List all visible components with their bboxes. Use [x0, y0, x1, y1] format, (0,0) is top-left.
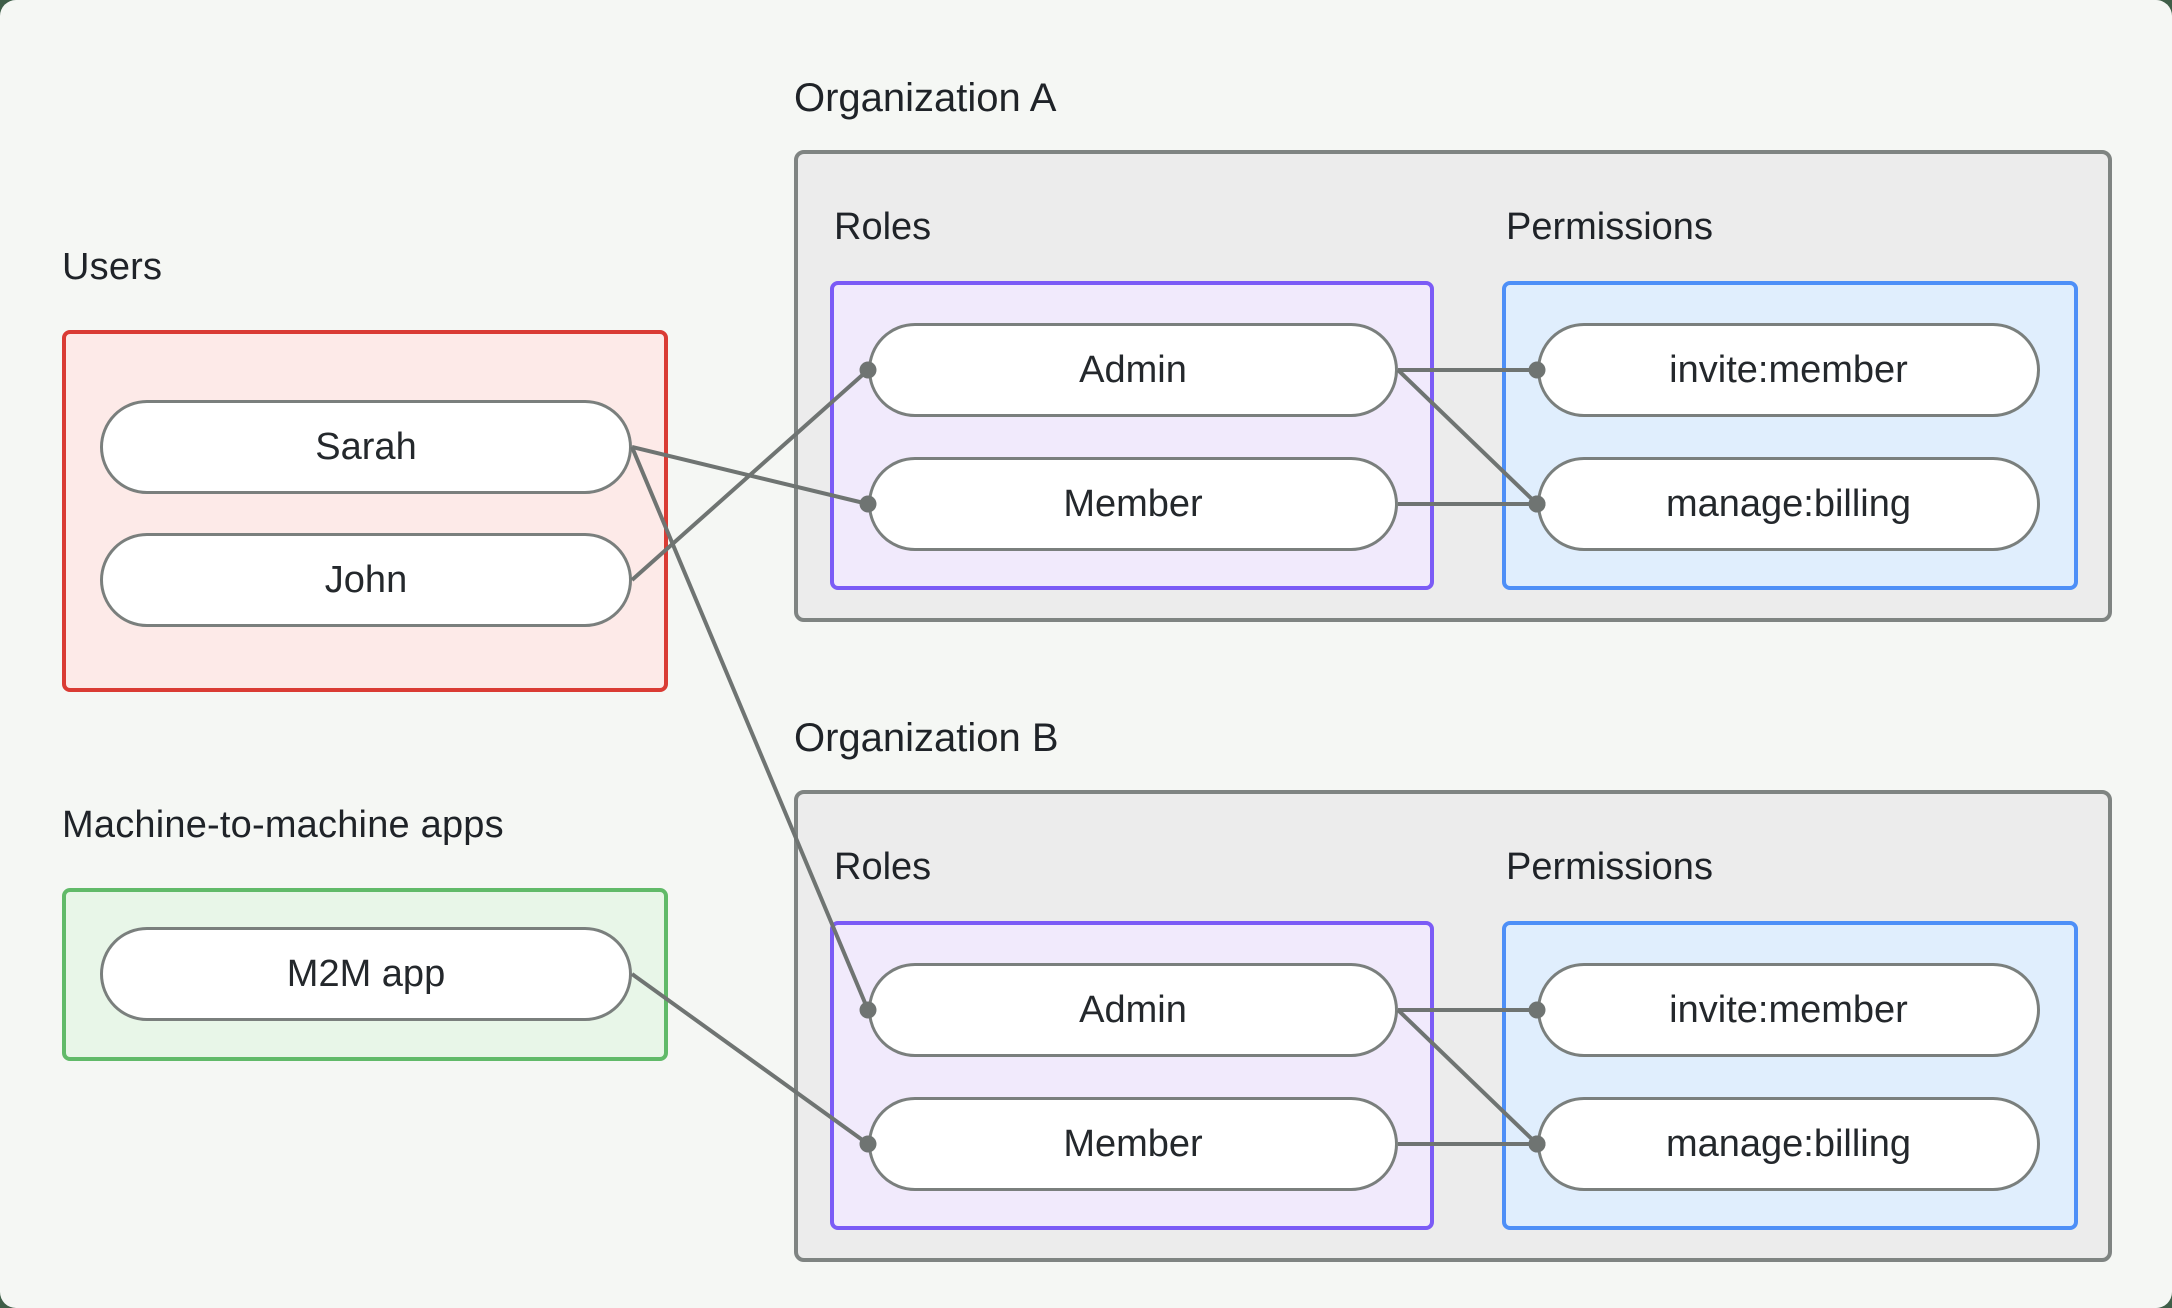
org-a-permissions-box: invite:member manage:billing: [1502, 281, 2078, 590]
org-b-roles-label: Roles: [834, 846, 932, 888]
org-b-roles-box: Admin Member: [830, 921, 1434, 1230]
m2m-section-label: Machine-to-machine apps: [62, 804, 504, 846]
m2m-group-box: M2M app: [62, 888, 668, 1061]
node-org-a-perm-billing: manage:billing: [1537, 457, 2040, 551]
node-org-b-role-admin: Admin: [868, 963, 1398, 1057]
users-section-label: Users: [62, 246, 163, 288]
org-a-permissions-label: Permissions: [1506, 206, 1713, 248]
org-b-container: Roles Permissions Admin Member invite:me…: [794, 790, 2112, 1262]
node-user-sarah: Sarah: [100, 400, 632, 494]
node-org-a-role-member: Member: [868, 457, 1398, 551]
node-user-john: John: [100, 533, 632, 627]
node-org-a-perm-invite: invite:member: [1537, 323, 2040, 417]
users-group-box: Sarah John: [62, 330, 668, 692]
org-b-permissions-box: invite:member manage:billing: [1502, 921, 2078, 1230]
node-org-b-role-member: Member: [868, 1097, 1398, 1191]
node-m2m-app: M2M app: [100, 927, 632, 1021]
org-a-roles-box: Admin Member: [830, 281, 1434, 590]
org-b-permissions-label: Permissions: [1506, 846, 1713, 888]
org-a-container: Roles Permissions Admin Member invite:me…: [794, 150, 2112, 622]
org-b-title: Organization B: [794, 716, 1059, 760]
org-a-roles-label: Roles: [834, 206, 932, 248]
node-org-b-perm-billing: manage:billing: [1537, 1097, 2040, 1191]
org-a-title: Organization A: [794, 76, 1057, 120]
node-org-a-role-admin: Admin: [868, 323, 1398, 417]
node-org-b-perm-invite: invite:member: [1537, 963, 2040, 1057]
